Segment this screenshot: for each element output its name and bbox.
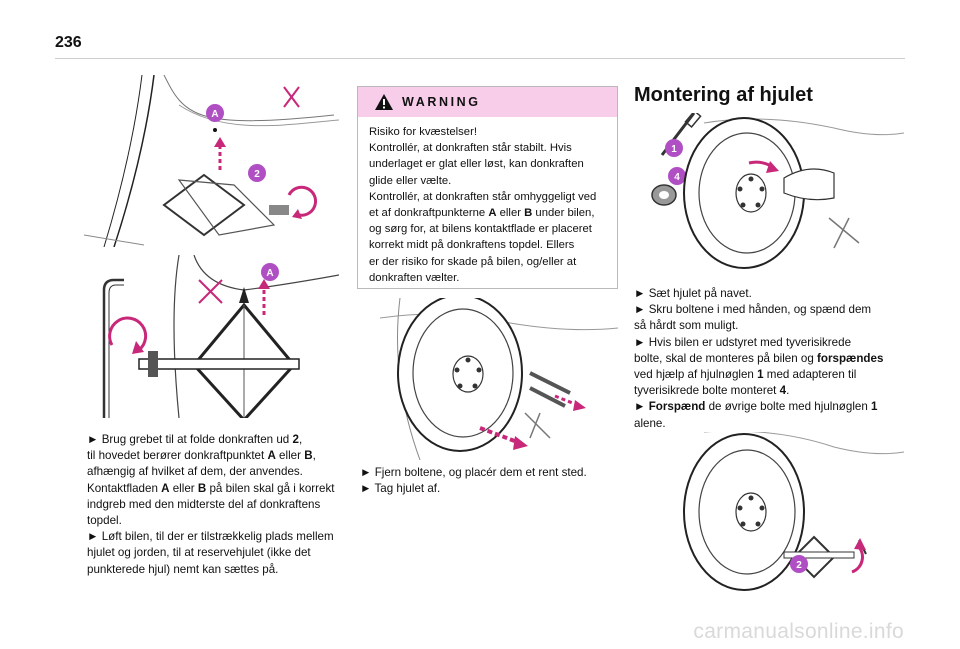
ref-b: B — [304, 449, 313, 463]
warning-box: WARNING Risiko for kvæstelser! Kontrollé… — [357, 86, 618, 289]
text-run: tyverisikrede bolte monteret — [634, 384, 780, 398]
ref-1: 1 — [757, 368, 764, 382]
text-run: ► Brug grebet til at folde donkraften ud — [87, 433, 293, 446]
ref-b: B — [197, 481, 207, 495]
bold-term: forspændes — [817, 351, 884, 365]
ref-2: 2 — [292, 433, 299, 446]
instruction-line: topdel. — [87, 514, 122, 528]
text-run: eller — [169, 481, 198, 495]
ref-a: A — [161, 481, 170, 495]
text-run: . — [786, 384, 790, 398]
warning-line: korrekt midt på donkraftens topdel. Elle… — [369, 239, 575, 252]
warning-line: Risiko for kvæstelser! — [369, 126, 477, 138]
instruction-line: ► Hvis bilen er udstyret med tyverisikre… — [634, 335, 852, 349]
ref-4: 4 — [779, 384, 787, 398]
warning-header: WARNING — [358, 87, 617, 117]
wheel-mounting-figure: 1 4 — [651, 113, 904, 269]
fig1-label-a: A — [211, 109, 218, 120]
jack-lifting-figure: A — [102, 255, 339, 418]
text-run: under bilen, — [532, 207, 595, 220]
text-run: eller — [496, 207, 525, 220]
fig1-label-2: 2 — [254, 169, 260, 180]
fig3-label-1: 1 — [671, 144, 677, 155]
text-run: de øvrige bolte med hjulnøglen — [705, 400, 872, 414]
warning-body: Risiko for kvæstelser! Kontrollér, at do… — [358, 117, 617, 286]
instruction-line: tyverisikrede bolte monteret 4. — [634, 383, 904, 399]
warning-line: er der risiko for skade på bilen, og/ell… — [369, 255, 577, 268]
fig2-label-a: A — [266, 268, 273, 279]
warning-line: Kontrollér, at donkraften står stabilt. … — [369, 142, 572, 155]
text-run: ► — [634, 400, 649, 414]
section-heading: Montering af hjulet — [634, 84, 813, 106]
text-run: et af donkraftpunkterne — [369, 207, 489, 220]
warning-title: WARNING — [402, 95, 481, 109]
text-run: bolte, skal de monteres på bilen og — [634, 351, 818, 365]
warning-line: glide eller vælte. — [369, 174, 452, 187]
instruction-line: Kontaktfladen A eller B på bilen skal gå… — [87, 481, 349, 497]
jack-lowering-figure: 2 — [683, 432, 904, 591]
instruction-line: afhængig af hvilket af dem, der anvendes… — [87, 465, 303, 479]
page-number: 236 — [55, 34, 82, 51]
ref-a: A — [267, 449, 276, 463]
warning-line: underlaget er glat eller løst, kan donkr… — [369, 158, 584, 171]
instruction-line: bolte, skal de monteres på bilen og fors… — [634, 351, 904, 367]
instruction-line: ► Sæt hjulet på navet. — [634, 287, 752, 300]
instruction-line: ► Fjern boltene, og placér dem et rent s… — [360, 466, 587, 479]
header-rule — [55, 58, 905, 59]
watermark: carmanualsonline.info — [693, 620, 904, 643]
instruction-line: ► Forspænd de øvrige bolte med hjulnøgle… — [634, 399, 904, 415]
fig5-label-2: 2 — [796, 560, 802, 571]
ref-b: B — [524, 207, 533, 220]
wheel-mounting-instructions: ► Sæt hjulet på navet. ► Skru boltene i … — [634, 286, 904, 432]
instruction-line: så hårdt som muligt. — [634, 319, 739, 333]
jack-positioning-figure: A 2 — [84, 75, 339, 247]
instruction-line: ved hjælp af hjulnøglen 1 med adapteren … — [634, 367, 904, 383]
instruction-line: hjulet og jorden, til at reservehjulet (… — [87, 546, 311, 560]
warning-line: Kontrollér, at donkraften står omhyggeli… — [369, 190, 597, 203]
text-run: ved hjælp af hjulnøglen — [634, 368, 758, 382]
text-run: , — [298, 433, 303, 446]
fig3-label-4: 4 — [674, 172, 680, 183]
instruction-line: ► Skru boltene i med hånden, og spænd de… — [634, 303, 872, 317]
text-run: Kontaktfladen — [87, 481, 162, 495]
instruction-line: ► Brug grebet til at folde donkraften ud… — [87, 432, 349, 448]
instruction-line: punkterede hjul) nemt kan sættes på. — [87, 562, 279, 576]
instruction-line: ► Løft bilen, til der er tilstrækkelig p… — [87, 530, 334, 544]
ref-a: A — [488, 207, 497, 220]
warning-line: et af donkraftpunkterne A eller B under … — [369, 205, 607, 221]
text-run: med adapteren til — [763, 368, 857, 382]
instruction-line: alene. — [634, 416, 666, 430]
bold-term: Forspænd — [648, 400, 706, 414]
instruction-line: ► Tag hjulet af. — [360, 482, 441, 496]
warning-line: donkraften vælter. — [369, 271, 460, 284]
jack-instructions: ► Brug grebet til at folde donkraften ud… — [87, 432, 349, 578]
text-run: på bilen skal gå i korrekt — [206, 481, 335, 495]
text-run: til hovedet berører donkraftpunktet — [87, 449, 268, 463]
instruction-line: til hovedet berører donkraftpunktet A el… — [87, 448, 349, 464]
ref-1: 1 — [871, 400, 878, 414]
wheel-removal-figure — [379, 298, 618, 460]
warning-line: og sørg for, at bilens kontaktflade er p… — [369, 223, 592, 236]
text-run: eller — [275, 449, 305, 463]
warning-triangle-icon — [375, 94, 393, 110]
wheel-removal-instructions: ► Fjern boltene, og placér dem et rent s… — [360, 465, 620, 497]
instruction-line: indgreb med den midterste del af donkraf… — [87, 497, 321, 511]
text-run: , — [312, 449, 316, 463]
